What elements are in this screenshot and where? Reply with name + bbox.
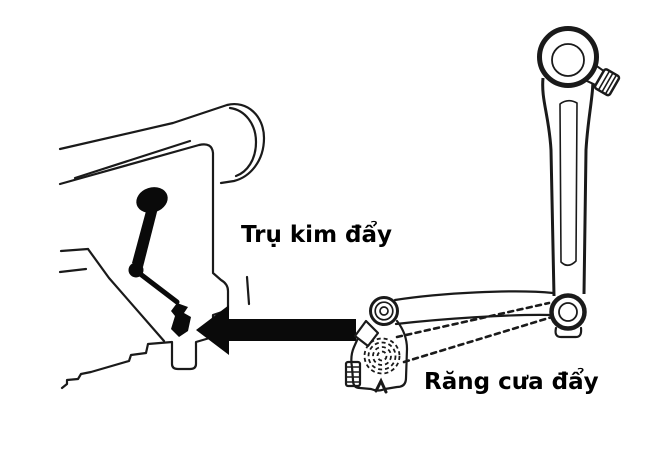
link-arm-top-edge <box>393 290 555 302</box>
machine-end-cylinder <box>228 106 258 178</box>
housing-v-notch <box>374 377 388 394</box>
feed-linkage-drawing <box>344 26 621 394</box>
set-screw <box>585 63 621 97</box>
adjuster-ribs <box>346 366 361 383</box>
feed-dog-label: Răng cưa đẩy <box>424 369 599 395</box>
needle-bar-lever <box>128 187 180 305</box>
joint-foot-tab <box>554 326 583 339</box>
needle-bar-label: Trụ kim đẩy <box>241 222 393 248</box>
ribbed-adjuster-block <box>344 360 362 388</box>
sewing-machine-head-outline <box>58 102 266 390</box>
crank-arm-left-edge <box>541 77 556 297</box>
machine-face-edge <box>58 143 215 274</box>
lever-link-rod <box>136 270 180 305</box>
right-pivot-joint <box>549 293 587 339</box>
crank-arm-slot <box>559 99 578 267</box>
machine-back-edge <box>245 275 251 306</box>
lever-shaft <box>132 208 158 267</box>
motion-dashed-line-lower <box>402 315 554 364</box>
eccentric-cam-dashed <box>363 337 401 375</box>
crank-top-ring <box>537 26 599 88</box>
lever-knob <box>136 187 168 213</box>
clamp-piece <box>353 319 380 348</box>
feed-dog-part <box>171 303 191 337</box>
motion-dashed-line-upper <box>395 301 551 339</box>
machine-crease-line <box>73 139 192 180</box>
machine-base-stepped-edge <box>60 271 230 390</box>
machine-top-edge <box>58 102 266 185</box>
left-pivot-joint <box>369 296 399 326</box>
pointer-arrow <box>196 305 356 355</box>
crank-arm-right-edge <box>582 69 595 295</box>
left-bracket-upper-line <box>59 247 90 253</box>
screw-ribs <box>598 71 617 94</box>
left-bracket-lower-line <box>58 267 88 274</box>
machine-lower-diagonal <box>86 247 166 343</box>
link-arm-bottom-edge <box>394 313 554 326</box>
